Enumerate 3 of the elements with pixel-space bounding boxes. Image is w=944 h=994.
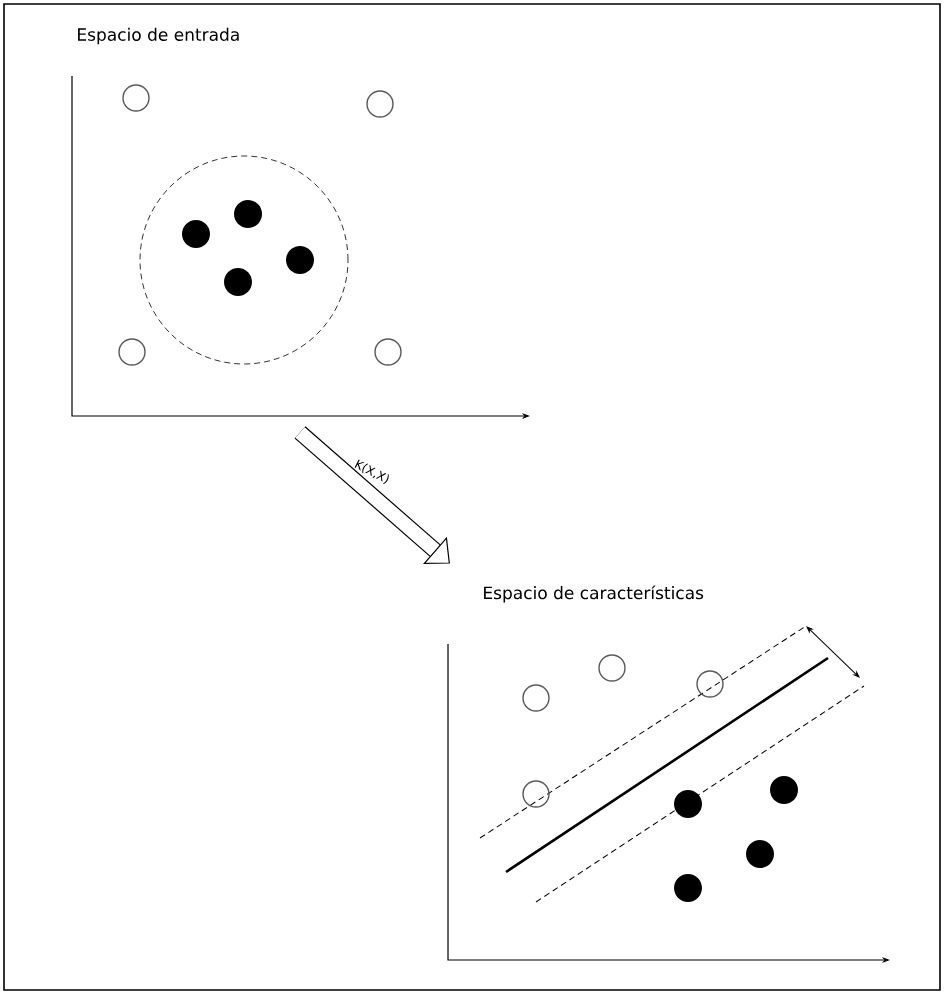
panel-heading: Espacio de entrada [78,27,239,45]
block-arrow [294,426,450,565]
panel-heading: Espacio de características [484,585,704,603]
